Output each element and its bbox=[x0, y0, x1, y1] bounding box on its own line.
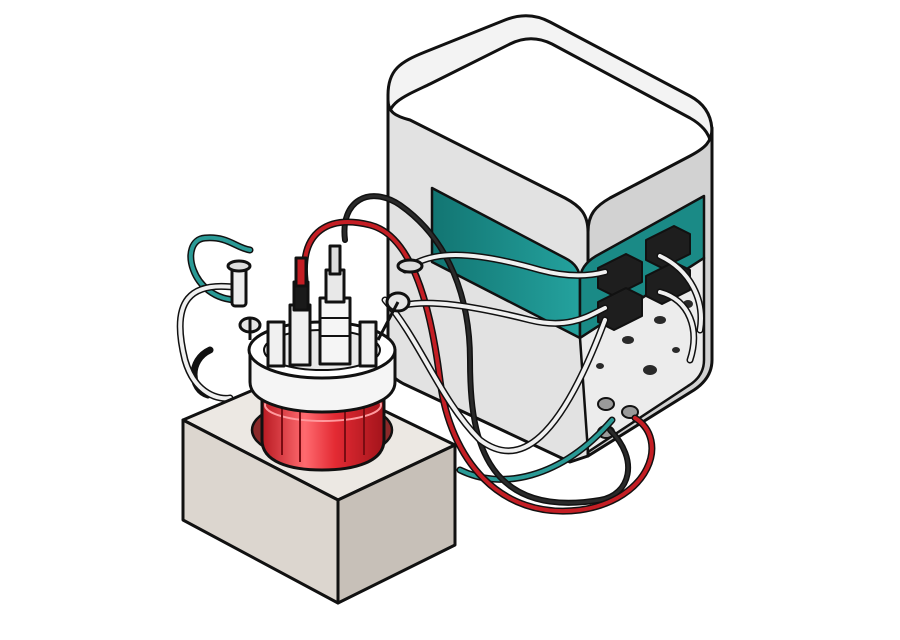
gas-port-right bbox=[376, 258, 424, 341]
electrochemical-cell-icon bbox=[226, 244, 424, 472]
instrument-top bbox=[386, 14, 714, 154]
block-side bbox=[336, 443, 457, 605]
electrode-icon bbox=[266, 244, 378, 368]
connector-blocks bbox=[597, 225, 691, 331]
instrument-ports bbox=[596, 300, 693, 375]
cable-icon bbox=[176, 193, 705, 515]
gas-port-left bbox=[226, 259, 262, 340]
